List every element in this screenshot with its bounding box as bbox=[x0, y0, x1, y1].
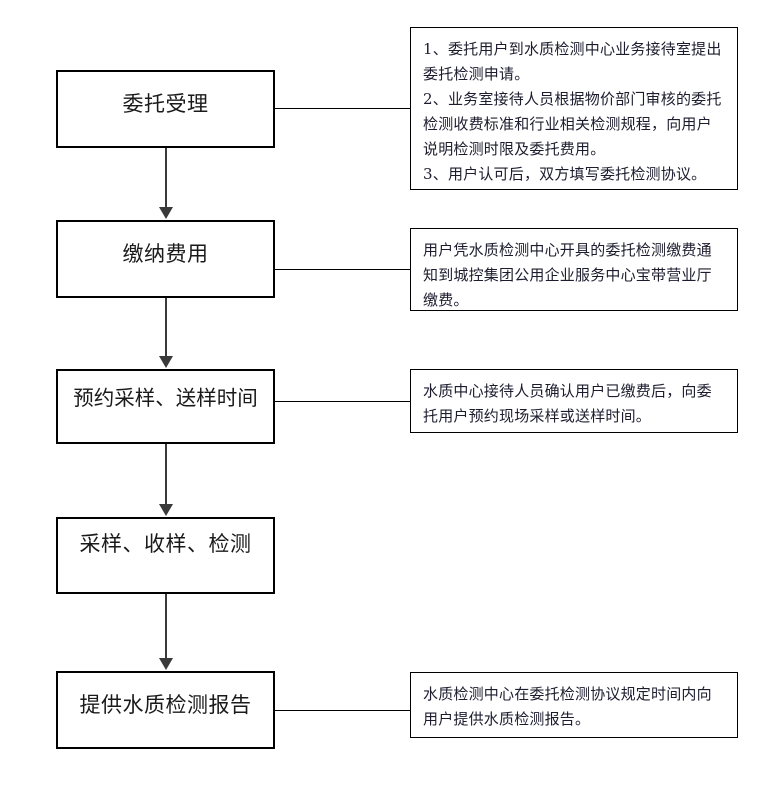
flow-arrow-down-icon bbox=[165, 444, 167, 505]
note-text: 用户凭水质检测中心开具的委托检测缴费通知到城控集团公用企业服务中心宝带营业厅缴费… bbox=[423, 241, 712, 309]
process-label: 缴纳费用 bbox=[122, 243, 209, 266]
note-text: 1、委托用户到水质检测中心业务接待室提出委托检测申请。 2、业务室接待人员根据物… bbox=[423, 40, 722, 183]
note-box-step-5[interactable]: 水质检测中心在委托检测协议规定时间内向用户提供水质检测报告。 bbox=[410, 672, 738, 738]
note-text: 水质检测中心在委托检测协议规定时间内向用户提供水质检测报告。 bbox=[423, 685, 712, 728]
process-box-step-4[interactable]: 采样、收样、检测 bbox=[56, 517, 275, 594]
process-box-step-3[interactable]: 预约采样、送样时间 bbox=[56, 369, 275, 444]
note-text: 水质中心接待人员确认用户已缴费后，向委托用户预约现场采样或送样时间。 bbox=[423, 382, 712, 425]
flow-arrow-down-icon bbox=[165, 298, 167, 357]
process-box-step-2[interactable]: 缴纳费用 bbox=[56, 220, 275, 298]
note-box-step-1[interactable]: 1、委托用户到水质检测中心业务接待室提出委托检测申请。 2、业务室接待人员根据物… bbox=[410, 27, 738, 190]
note-connector-line bbox=[275, 108, 410, 109]
note-connector-line bbox=[275, 401, 410, 402]
process-box-step-1[interactable]: 委托受理 bbox=[56, 70, 275, 148]
note-connector-line bbox=[275, 710, 410, 711]
note-box-step-3[interactable]: 水质中心接待人员确认用户已缴费后，向委托用户预约现场采样或送样时间。 bbox=[410, 369, 738, 433]
process-label: 预约采样、送样时间 bbox=[73, 387, 258, 410]
flow-arrow-down-icon bbox=[165, 594, 167, 659]
process-box-step-5[interactable]: 提供水质检测报告 bbox=[56, 671, 275, 749]
process-label: 委托受理 bbox=[122, 93, 209, 116]
note-box-step-2[interactable]: 用户凭水质检测中心开具的委托检测缴费通知到城控集团公用企业服务中心宝带营业厅缴费… bbox=[410, 228, 738, 311]
process-label: 提供水质检测报告 bbox=[79, 694, 252, 717]
flow-arrow-down-icon bbox=[165, 148, 167, 208]
note-connector-line bbox=[275, 269, 410, 270]
process-label: 采样、收样、检测 bbox=[79, 533, 252, 556]
